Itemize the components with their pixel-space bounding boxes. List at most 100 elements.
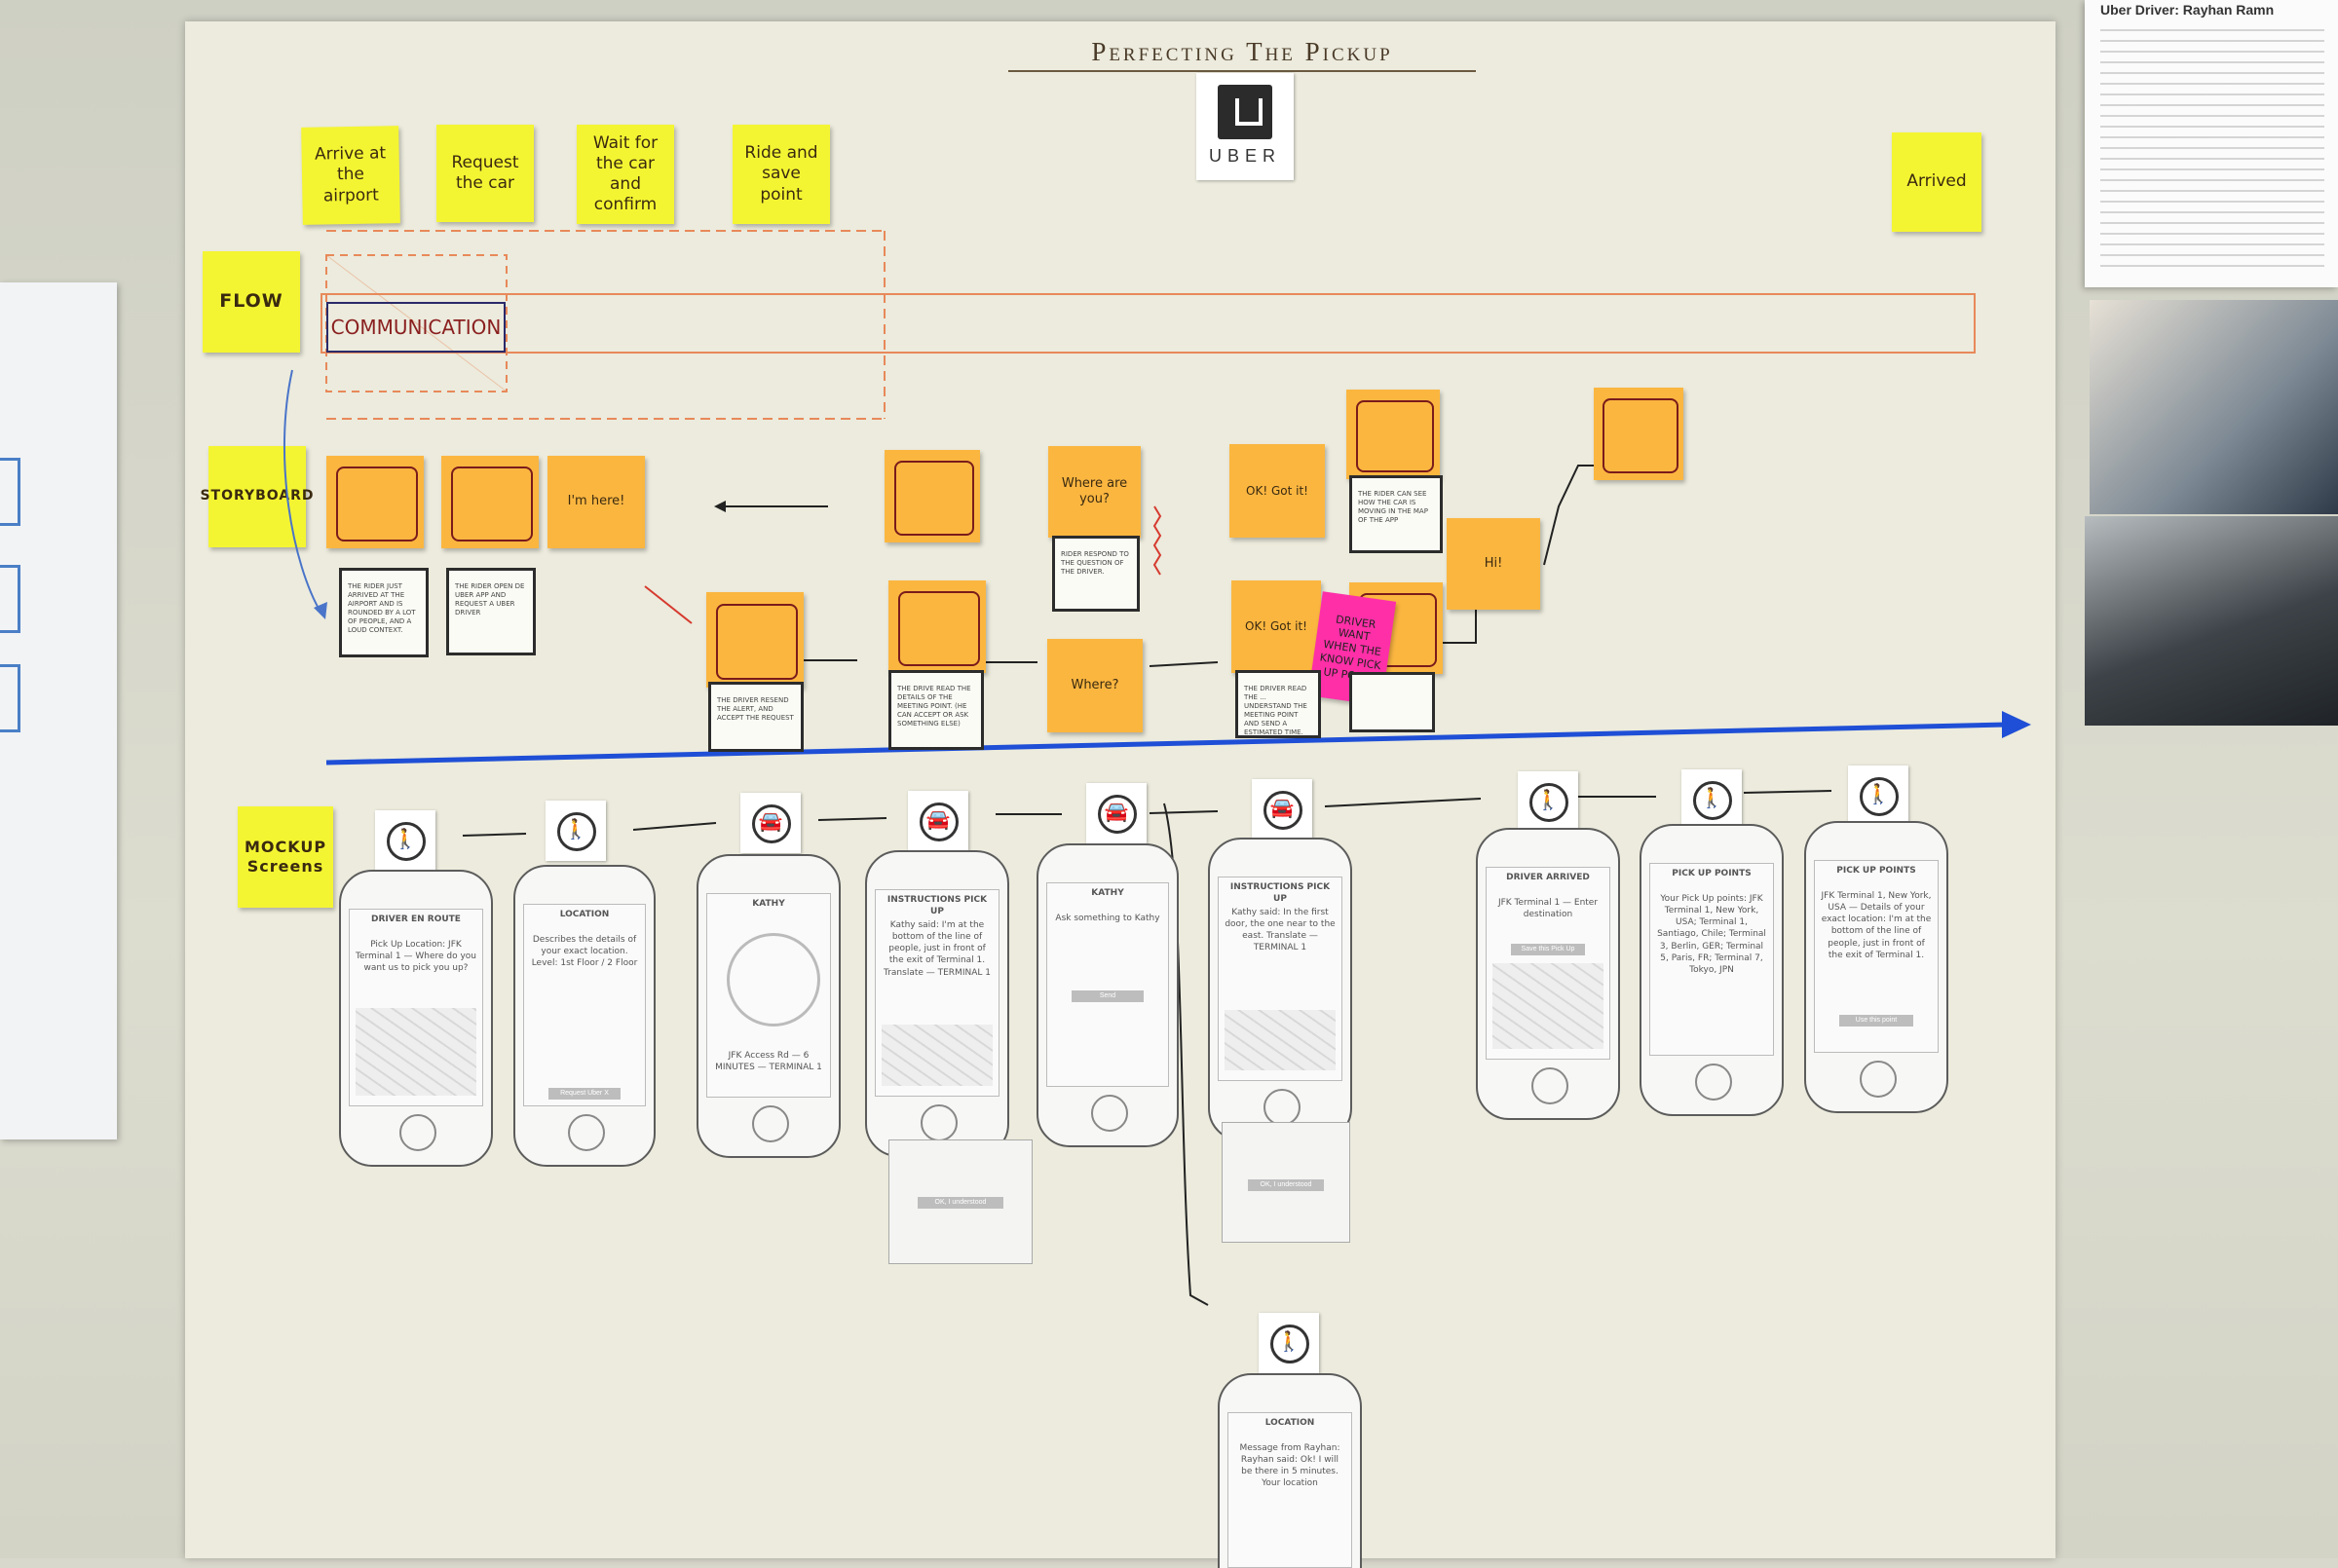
screen-button[interactable]: Request Uber X <box>547 1088 622 1100</box>
home-button-icon <box>1695 1064 1732 1101</box>
story-caption-card <box>1349 672 1435 732</box>
sketch-drawing <box>898 591 980 666</box>
screen-body: Kathy said: I'm at the bottom of the lin… <box>884 920 991 978</box>
storyboard-note: Hi! <box>1447 518 1540 610</box>
icon-glyph: 🚶 <box>563 819 588 840</box>
persona-text-lines <box>2100 29 2324 273</box>
phone-screen: DRIVER EN ROUTE Pick Up Location: JFK Te… <box>349 909 483 1106</box>
car-interior-photo <box>2085 516 2338 726</box>
screen-body: JFK Terminal 1 — Enter destination <box>1497 898 1599 920</box>
car-icon: 🚘 <box>740 793 801 853</box>
story-caption-card: THE RIDER JUST ARRIVED AT THE AIRPORT AN… <box>339 568 429 657</box>
screen-body: Your Pick Up points: JFK Terminal 1, New… <box>1657 894 1766 975</box>
sketch-drawing <box>336 467 418 541</box>
story-caption-text: THE RIDER JUST ARRIVED AT THE AIRPORT AN… <box>348 582 416 635</box>
sketch-drawing <box>1355 400 1435 472</box>
screen-button[interactable]: Save this Pick Up <box>1511 944 1585 955</box>
icon-glyph: 🚶 <box>1699 788 1724 809</box>
uber-mark-icon <box>1218 85 1272 139</box>
row-label-storyboard: STORYBOARD <box>200 446 314 547</box>
mockup-phone: PICK UP POINTS Your Pick Up points: JFK … <box>1640 824 1784 1116</box>
icon-ring <box>1529 783 1568 822</box>
communication-lane-label: COMMUNICATION <box>326 302 506 353</box>
home-button-icon <box>1860 1061 1897 1098</box>
story-caption-text: THE DRIVE READ THE DETAILS OF THE MEETIN… <box>897 685 971 728</box>
icon-glyph: 🚘 <box>1104 802 1129 823</box>
stage-note: Request the car <box>436 125 534 222</box>
walking-person-icon: 🚶 <box>1259 1313 1319 1373</box>
phone-screen: PICK UP POINTS Your Pick Up points: JFK … <box>1649 863 1774 1056</box>
home-button-icon <box>1091 1095 1128 1132</box>
screen-title: PICK UP POINTS <box>1836 866 1916 876</box>
screen-button[interactable]: Use this point <box>1839 1015 1913 1027</box>
icon-glyph: 🚶 <box>393 829 418 850</box>
screen-body: Kathy said: In the first door, the one n… <box>1225 908 1336 953</box>
icon-ring <box>387 822 426 861</box>
blue-outline-box <box>0 664 20 732</box>
home-button-icon <box>399 1114 436 1151</box>
home-button-icon <box>921 1104 958 1141</box>
icon-glyph: 🚶 <box>1866 784 1891 805</box>
uber-wordmark: UBER <box>1208 146 1281 166</box>
screen-title: LOCATION <box>1264 1418 1315 1428</box>
storyboard-note: Where are you? <box>1048 446 1141 538</box>
driver-persona-document: Uber Driver: Rayhan Ramn <box>2085 0 2338 287</box>
walking-person-icon: 🚶 <box>1681 769 1742 830</box>
icon-glyph: 🚘 <box>925 809 951 831</box>
icon-ring <box>920 803 959 841</box>
mockup-phone: PICK UP POINTS JFK Terminal 1, New York,… <box>1804 821 1948 1113</box>
screen-title: INSTRUCTIONS PICK UP <box>1229 882 1331 905</box>
mockup-phone: KATHY Ask something to Kathy Send <box>1037 843 1179 1147</box>
phone-screen: INSTRUCTIONS PICK UP Kathy said: In the … <box>1218 877 1342 1081</box>
storyboard-note: OK! Got it! <box>1229 444 1325 538</box>
icon-ring <box>752 804 791 843</box>
screen-title: DRIVER ARRIVED <box>1506 873 1590 882</box>
icon-ring <box>1860 777 1899 816</box>
car-icon: 🚘 <box>1252 779 1312 840</box>
screen-body: Pick Up Location: JFK Terminal 1 — Where… <box>356 940 477 974</box>
phone-screen: LOCATION Message from Rayhan: Rayhan sai… <box>1227 1412 1352 1568</box>
stage-note: Wait for the car and confirm <box>577 125 674 224</box>
mockup-phone: INSTRUCTIONS PICK UP Kathy said: I'm at … <box>865 850 1009 1157</box>
screen-button[interactable]: Send <box>1071 990 1145 1002</box>
walking-person-icon: 🚶 <box>546 801 606 861</box>
storyboard-note <box>888 580 986 673</box>
phone-screen: INSTRUCTIONS PICK UP Kathy said: I'm at … <box>875 889 999 1097</box>
home-button-icon <box>568 1114 605 1151</box>
icon-ring <box>1098 795 1137 834</box>
icon-glyph: 🚘 <box>1269 798 1295 819</box>
walking-person-icon: 🚶 <box>375 810 435 871</box>
screen-body: Message from Rayhan: Rayhan said: Ok! I … <box>1239 1443 1340 1489</box>
storyboard-note <box>1594 388 1683 480</box>
title-underline <box>1008 70 1476 72</box>
screen-body: Describes the details of your exact loca… <box>531 935 638 969</box>
screen-button[interactable]: OK, I understood <box>1248 1179 1324 1191</box>
screen-button[interactable]: OK, I understood <box>918 1197 1003 1209</box>
icon-ring <box>1270 1325 1309 1363</box>
mockup-phone: INSTRUCTIONS PICK UP Kathy said: In the … <box>1208 838 1352 1141</box>
screen-body: JFK Terminal 1, New York, USA — Details … <box>1821 891 1932 960</box>
story-caption-card: THE RIDER OPEN DE UBER APP AND REQUEST A… <box>446 568 536 655</box>
left-wall-paper <box>0 282 117 1139</box>
story-caption-text: THE DRIVER RESEND THE ALERT, AND ACCEPT … <box>717 696 794 723</box>
screen-title: PICK UP POINTS <box>1672 869 1752 878</box>
story-caption-text: THE RIDER CAN SEE HOW THE CAR IS MOVING … <box>1358 490 1428 525</box>
story-caption-card: THE RIDER CAN SEE HOW THE CAR IS MOVING … <box>1349 475 1443 553</box>
home-button-icon <box>1531 1067 1568 1104</box>
story-caption-card: THE DRIVER RESEND THE ALERT, AND ACCEPT … <box>708 682 804 752</box>
walking-person-icon: 🚶 <box>1518 771 1578 832</box>
row-label-mockups: MOCKUP Screens <box>238 806 333 908</box>
icon-ring <box>1693 781 1732 820</box>
icon-glyph: 🚶 <box>1276 1331 1301 1353</box>
screen-title: KATHY <box>752 899 785 909</box>
story-caption-text: RIDER RESPOND TO THE QUESTION OF THE DRI… <box>1061 550 1129 577</box>
driver-photo <box>2090 300 2338 514</box>
mockup-extension: OK, I understood <box>1222 1122 1350 1243</box>
storyboard-note: I'm here! <box>547 456 645 548</box>
mockup-extension: OK, I understood <box>888 1139 1033 1264</box>
stage-note: Arrived <box>1892 132 1981 232</box>
blue-outline-box <box>0 565 20 633</box>
storyboard-note <box>706 592 804 688</box>
storyboard-note: Where? <box>1047 639 1143 732</box>
screen-body: JFK Access Rd — 6 MINUTES — TERMINAL 1 <box>715 1051 822 1073</box>
